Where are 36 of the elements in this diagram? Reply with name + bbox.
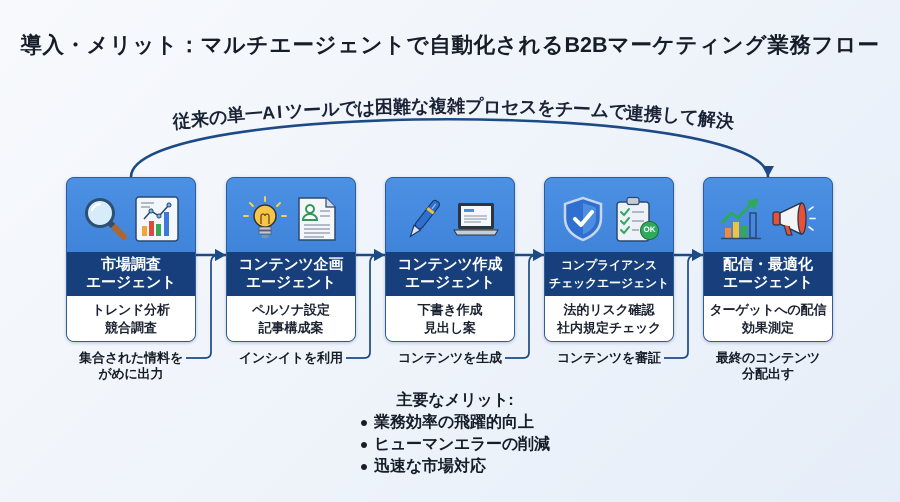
task-text: ペルソナ設定 (252, 300, 330, 318)
agent-card (544, 177, 674, 342)
diagram-title: 導入・メリット：マルチエージェントで自動化されるB2Bマーケティング業務フロー (20, 32, 880, 59)
task-text: 効果測定 (742, 318, 794, 336)
connector-arrow (664, 249, 703, 359)
benefit-item: 業務効率の飛躍的向上 (374, 412, 534, 433)
agent-title: コンテンツ企画エージェント (227, 252, 355, 296)
benefits-heading: 主要なメリット: (395, 390, 515, 411)
task-text: ターゲットへの配信 (710, 300, 826, 318)
note-text: 集合された情料をがめに出力 (76, 350, 186, 382)
caption-text: 最終のコンテンツ分配出す (715, 350, 821, 382)
connector-arrow (186, 249, 226, 359)
task-text: 見出し案 (424, 318, 476, 336)
benefit-item: 迅速な市場対応 (374, 456, 486, 477)
agent-title: コンプライアンスチェックエージェント (545, 252, 673, 296)
task-text: 下書き作成 (418, 300, 482, 318)
agent-title: コンテンツ作成エージェント (386, 252, 514, 296)
task-text: 法的リスク確認 (564, 300, 654, 318)
agent-card (226, 177, 356, 342)
task-text: 社内規定チェック (557, 318, 661, 336)
note-text: コンテンツを審証 (554, 350, 664, 366)
agent-title: 市場調査エージェント (67, 252, 195, 296)
status-badge: OK (640, 221, 659, 240)
edge-label: 従来の単一AIツールでは困難な複雑プロセスをチームで連携して解決 (170, 95, 736, 134)
benefit-item: ヒューマンエラーの削減 (374, 434, 550, 455)
connector-arrow (346, 249, 385, 359)
task-text: 記事構成案 (258, 318, 324, 336)
connector-arrow (505, 249, 544, 359)
note-text: インシイトを利用 (236, 350, 346, 366)
task-text: トレンド分析 (92, 300, 170, 318)
task-text: 競合調査 (105, 318, 157, 336)
agent-title: 配信・最適化エージェント (704, 252, 832, 296)
agent-card (66, 177, 196, 342)
agent-card (385, 177, 515, 342)
agent-card (703, 177, 833, 342)
note-text: コンテンツを生成 (395, 350, 505, 366)
